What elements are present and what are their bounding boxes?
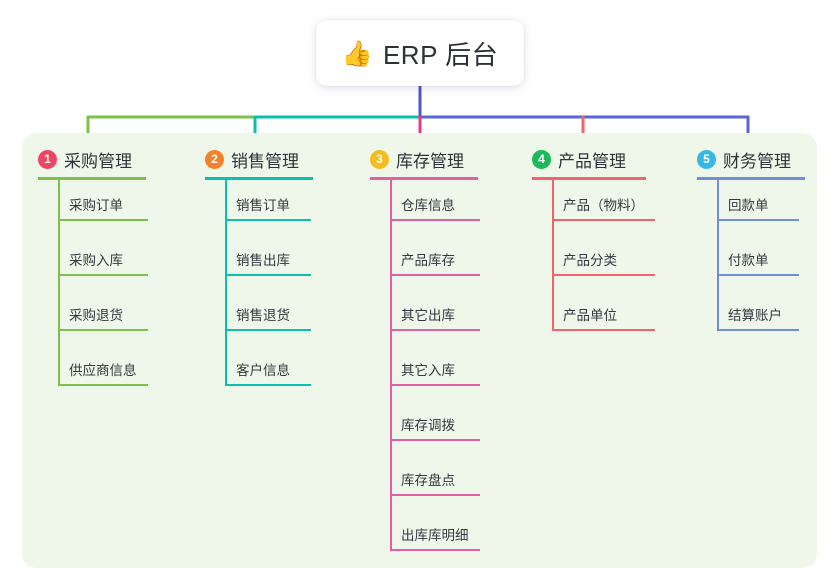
branch-title: 财务管理 [723, 151, 791, 171]
branch-item-rule [392, 439, 480, 441]
branch-item-label: 产品单位 [563, 308, 617, 323]
branch-item-rule [554, 219, 655, 221]
branch-item-label: 采购退货 [69, 308, 123, 323]
branch-item-label: 销售出库 [236, 253, 290, 268]
branch-item-rule [392, 329, 480, 331]
branch-item[interactable]: 供应商信息 [60, 358, 148, 386]
branch-item[interactable]: 出库库明细 [392, 523, 480, 551]
branch-title: 销售管理 [231, 151, 299, 171]
branch-title: 产品管理 [558, 151, 626, 171]
branch-item-rule [227, 329, 311, 331]
branch-item-label: 销售订单 [236, 198, 290, 213]
branch-item[interactable]: 结算账户 [719, 303, 799, 331]
branch-number-badge: 2 [205, 149, 224, 169]
branch-item-rule [554, 329, 655, 331]
branch-item-label: 出库库明细 [401, 528, 469, 543]
branch-item-rule [392, 219, 480, 221]
root-node-card[interactable]: 👍 ERP 后台 [316, 20, 524, 86]
branch-item-rule [60, 274, 148, 276]
branch-item-rule [392, 274, 480, 276]
branch-item[interactable]: 客户信息 [227, 358, 311, 386]
branch-item-label: 采购订单 [69, 198, 123, 213]
branch-item-rule [719, 274, 799, 276]
branch-spine [717, 178, 719, 331]
branch-item[interactable]: 其它出库 [392, 303, 480, 331]
branch-item-rule [392, 549, 480, 551]
branch-header-rule [370, 177, 478, 180]
branch-item[interactable]: 销售退货 [227, 303, 311, 331]
branch-item-rule [554, 274, 655, 276]
branch-number-badge: 4 [532, 149, 551, 169]
branch-item-rule [719, 329, 799, 331]
branch-item-rule [227, 384, 311, 386]
branch-item-rule [60, 219, 148, 221]
branch-item-label: 供应商信息 [69, 363, 137, 378]
branch-item-rule [392, 494, 480, 496]
branch-item[interactable]: 仓库信息 [392, 193, 480, 221]
branch-header-rule [38, 177, 146, 180]
branch-item-label: 产品库存 [401, 253, 455, 268]
branch-header-rule [205, 177, 313, 180]
branch-item-label: 回款单 [728, 198, 769, 213]
branch-column-1: 1 采购管理采购订单采购入库采购退货供应商信息 [38, 133, 188, 568]
branch-column-4: 4 产品管理产品（物料） 产品分类产品单位 [532, 133, 692, 568]
branch-item-rule [719, 219, 799, 221]
branch-item[interactable]: 采购入库 [60, 248, 148, 276]
branch-number-badge: 3 [370, 149, 389, 169]
branch-item-label: 其它入库 [401, 363, 455, 378]
branch-spine [225, 178, 227, 386]
branch-item-rule [60, 329, 148, 331]
branch-item[interactable]: 库存调拨 [392, 413, 480, 441]
branch-item-rule [227, 219, 311, 221]
branch-item[interactable]: 采购退货 [60, 303, 148, 331]
branch-item-rule [392, 384, 480, 386]
branch-item-label: 产品分类 [563, 253, 617, 268]
branch-column-5: 5 财务管理回款单付款单结算账户 [697, 133, 839, 568]
branch-item-label: 产品（物料） [563, 198, 644, 213]
branch-item[interactable]: 产品库存 [392, 248, 480, 276]
branch-item[interactable]: 采购订单 [60, 193, 148, 221]
thumbs-up-icon: 👍 [341, 39, 373, 68]
branch-spine [390, 178, 392, 551]
branch-header-3[interactable]: 3 库存管理 [370, 146, 464, 172]
branch-item[interactable]: 销售出库 [227, 248, 311, 276]
branch-header-rule [697, 177, 805, 180]
branch-number-badge: 1 [38, 149, 57, 169]
branch-item-label: 销售退货 [236, 308, 290, 323]
branch-item[interactable]: 库存盘点 [392, 468, 480, 496]
branch-spine [58, 178, 60, 386]
branch-header-rule [532, 177, 646, 180]
branch-item-label: 其它出库 [401, 308, 455, 323]
root-node-title: ERP 后台 [382, 39, 499, 70]
branch-item[interactable]: 产品单位 [554, 303, 655, 331]
branch-header-1[interactable]: 1 采购管理 [38, 146, 132, 172]
branch-header-2[interactable]: 2 销售管理 [205, 146, 299, 172]
branch-header-4[interactable]: 4 产品管理 [532, 146, 626, 172]
branch-column-2: 2 销售管理销售订单销售出库销售退货客户信息 [205, 133, 355, 568]
branch-number-badge: 5 [697, 149, 716, 169]
branch-item-label: 采购入库 [69, 253, 123, 268]
branch-item-label: 库存调拨 [401, 418, 455, 433]
branch-item-label: 仓库信息 [401, 198, 455, 213]
branch-column-3: 3 库存管理仓库信息产品库存其它出库其它入库库存调拨库存盘点出库库明细 [370, 133, 520, 568]
branch-item-label: 客户信息 [236, 363, 290, 378]
branch-item[interactable]: 销售订单 [227, 193, 311, 221]
branch-item[interactable]: 产品（物料） [554, 193, 655, 221]
branch-item-label: 付款单 [728, 253, 769, 268]
branch-item-label: 结算账户 [728, 308, 782, 323]
branch-item-label: 库存盘点 [401, 473, 455, 488]
branch-item[interactable]: 付款单 [719, 248, 799, 276]
branch-item-rule [227, 274, 311, 276]
branch-item[interactable]: 产品分类 [554, 248, 655, 276]
branch-item[interactable]: 其它入库 [392, 358, 480, 386]
branch-item-rule [60, 384, 148, 386]
branch-title: 采购管理 [64, 151, 132, 171]
branch-title: 库存管理 [396, 151, 464, 171]
branch-header-5[interactable]: 5 财务管理 [697, 146, 791, 172]
branch-item[interactable]: 回款单 [719, 193, 799, 221]
branch-spine [552, 178, 554, 331]
